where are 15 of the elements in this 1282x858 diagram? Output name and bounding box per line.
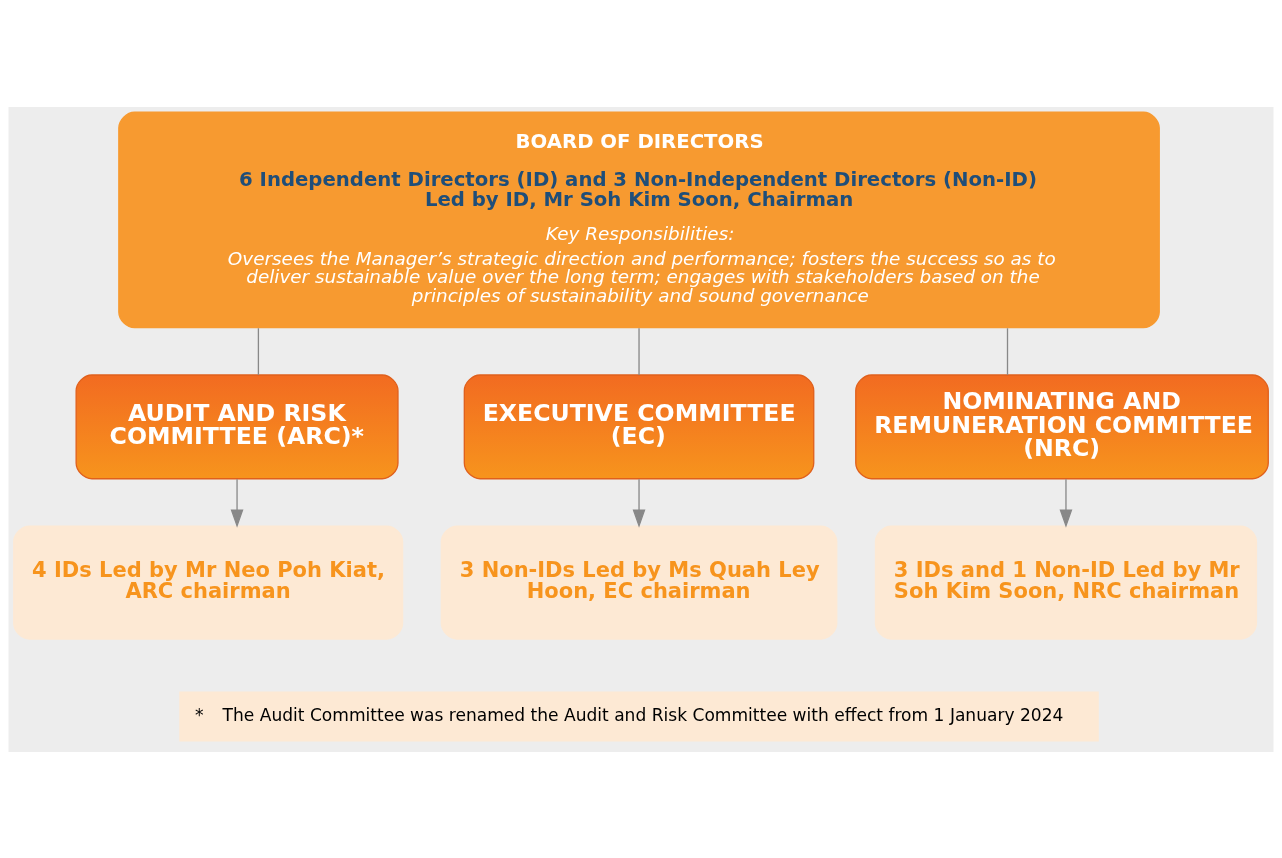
node-box: AUDIT AND RISK COMMITTEE (ARC)* bbox=[75, 373, 399, 479]
node-box: EXECUTIVE COMMITTEE (EC) bbox=[463, 373, 815, 479]
arrow bbox=[632, 478, 646, 528]
arrow bbox=[1059, 478, 1073, 528]
node-box: 3 Non-IDs Led by Ms Quah Ley Hoon, EC chairman bbox=[440, 524, 838, 640]
label: The Audit Committee was renamed the Audit and Risk Committee with effect from 1 January 2024 bbox=[222, 704, 1064, 725]
arrow bbox=[230, 478, 244, 528]
node-box: 4 IDs Led by Mr Neo Poh Kiat, ARC chairman bbox=[13, 524, 404, 640]
node-box: 3 IDs and 1 Non-ID Led by Mr Soh Kim Soon, NRC chairman bbox=[874, 524, 1258, 640]
node-box: NOMINATING AND REMUNERATION COMMITTEE (NRC) bbox=[855, 373, 1269, 479]
node-box: BOARD OF DIRECTORS 6 Independent Directors (ID) and 3 Non-Independent Directors (Non-ID) Led by ID, Mr Soh Kim Soon, Chairman Key Responsibilities: Oversees the Manager’s strategic direction and performance; fosters the success so as to deliver sustainable value over the long term; engages with stakeholders based on the principles of sustainability and sound governance bbox=[118, 111, 1160, 328]
connector bbox=[257, 327, 260, 376]
connector bbox=[638, 327, 640, 376]
connector bbox=[1006, 327, 1009, 376]
label: * bbox=[195, 704, 204, 725]
